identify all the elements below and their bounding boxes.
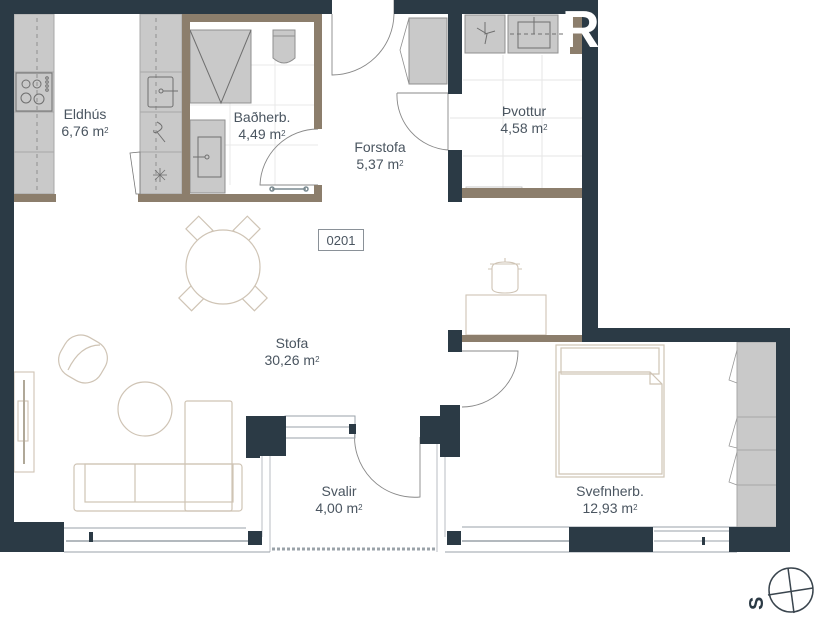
sideboard (465, 258, 547, 336)
compass-south-label: S (746, 597, 768, 610)
balcony-outline (261, 442, 446, 552)
bathroom-door-swing (259, 128, 319, 186)
area-exponent: 2 (399, 159, 404, 168)
balcony-window (284, 415, 356, 439)
towel-rail-icon (269, 186, 309, 192)
room-label-eldhus[interactable]: Eldhús 6,76 m2 (61, 106, 108, 140)
room-name: Baðherb. (233, 109, 291, 125)
room-area: 4,49 (238, 126, 266, 142)
dining-table (178, 215, 268, 312)
room-area: 4,00 (315, 500, 343, 516)
room-name: Forstofa (354, 139, 406, 155)
room-name: Stofa (275, 335, 309, 351)
shower (189, 29, 252, 104)
wardrobe-door-lines (399, 17, 410, 85)
bed (555, 344, 665, 478)
laundry-sink-icon (507, 14, 578, 54)
dishwasher-icon (153, 121, 166, 143)
area-unit: m (303, 352, 316, 368)
kitchen-sink-icon (147, 76, 178, 108)
room-area: 5,37 (356, 156, 384, 172)
fridge-icon (153, 168, 167, 182)
room-name: Þvottur (501, 103, 547, 119)
area-exponent: 2 (633, 503, 638, 512)
area-unit: m (269, 126, 282, 142)
area-unit: m (387, 156, 400, 172)
armchair (58, 334, 108, 384)
compass-icon (767, 567, 814, 614)
laundry-tiles (450, 55, 582, 190)
room-label-svalir[interactable]: Svalir 4,00 m2 (315, 483, 362, 517)
brand-logo: R (562, 1, 600, 59)
bedroom-wardrobe (736, 341, 778, 528)
room-label-thvottur[interactable]: Þvottur 4,58 m2 (500, 103, 547, 137)
room-label-badherb[interactable]: Baðherb. 4,49 m2 (234, 109, 291, 143)
room-label-forstofa[interactable]: Forstofa 5,37 m2 (354, 139, 405, 173)
entry-door-swing (331, 0, 395, 76)
area-exponent: 2 (543, 123, 548, 132)
room-name: Svalir (321, 483, 357, 499)
room-name: Svefnherb. (576, 483, 644, 499)
washer-icon (464, 14, 506, 54)
kitchen-counter-right (139, 13, 183, 195)
toilet-icon (272, 29, 296, 64)
coffee-table (117, 381, 173, 437)
area-unit: m (531, 120, 544, 136)
exterior-walls (0, 0, 790, 552)
logo-corner-accent (570, 16, 582, 54)
laundry-door-swing (396, 92, 449, 151)
area-exponent: 2 (315, 355, 320, 364)
area-unit: m (346, 500, 359, 516)
sofa (73, 400, 243, 512)
area-unit: m (92, 123, 105, 139)
shower-glass-icon (189, 29, 252, 105)
stove-icon (15, 72, 53, 112)
room-label-stofa[interactable]: Stofa 30,26 m2 (264, 335, 319, 369)
area-exponent: 2 (358, 503, 363, 512)
area-exponent: 2 (281, 129, 286, 138)
kitchen-counter-left (13, 13, 55, 195)
room-name: Eldhús (63, 106, 107, 122)
tv-unit (13, 371, 35, 473)
room-area: 6,76 (61, 123, 89, 139)
area-unit: m (621, 500, 634, 516)
area-exponent: 2 (104, 126, 109, 135)
room-area: 30,26 (264, 352, 300, 368)
unit-number-badge: 0201 (318, 229, 364, 251)
balcony-door-swing (354, 429, 421, 498)
room-area: 4,58 (500, 120, 528, 136)
room-area: 12,93 (582, 500, 618, 516)
room-label-svefnherb[interactable]: Svefnherb. 12,93 m2 (576, 483, 644, 517)
entry-wardrobe (408, 17, 448, 85)
wardrobe-door-lines (728, 349, 738, 486)
bedroom-door-swing (461, 350, 519, 408)
interior-walls (14, 14, 582, 342)
bathroom-vanity (189, 119, 226, 194)
kitchen-door-swing (129, 151, 141, 195)
